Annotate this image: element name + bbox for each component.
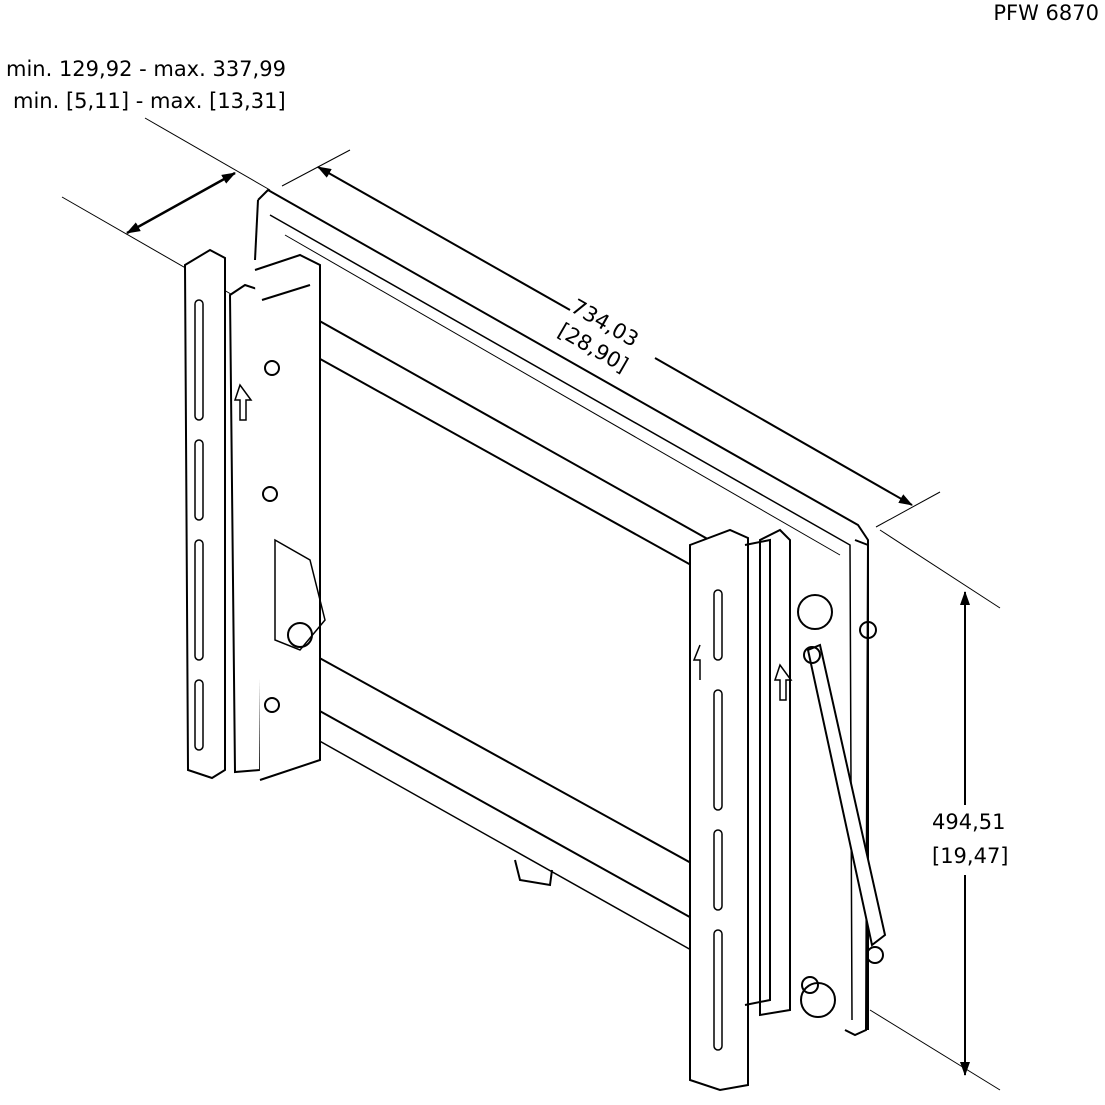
depth-dimension-lines [61, 117, 271, 306]
back-frame [254, 188, 870, 1037]
bottom-crossbar [295, 649, 741, 956]
right-rail [689, 528, 887, 1092]
depth-dimension-inch: min. [5,11] - max. [13,31] [13, 89, 286, 113]
height-dimension-lines [869, 529, 1001, 1091]
model-number: PFW 6870 [993, 1, 1099, 25]
width-dimension-lines [281, 149, 941, 528]
depth-dimension-mm: min. 129,92 - max. 337,99 [6, 57, 286, 81]
height-dimension-inch: [19,47] [932, 844, 1009, 868]
top-crossbar [290, 309, 746, 596]
height-dimension-mm: 494,51 [932, 810, 1006, 834]
left-rail [183, 248, 326, 781]
